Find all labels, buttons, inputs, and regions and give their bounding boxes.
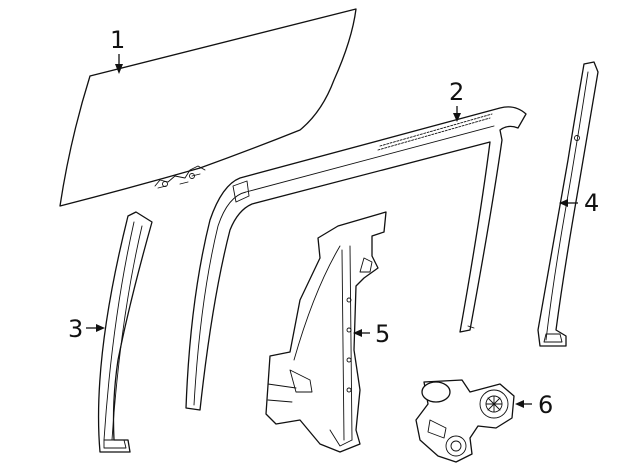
callout-3: 3 bbox=[68, 315, 105, 343]
callout-6-label: 6 bbox=[538, 391, 553, 419]
callout-2-label: 2 bbox=[449, 78, 464, 106]
part-6-regulator-motor bbox=[415, 379, 515, 463]
callout-4-label: 4 bbox=[584, 189, 599, 217]
part-5-window-regulator bbox=[265, 211, 387, 453]
callout-1: 1 bbox=[110, 26, 125, 74]
part-2-run-channel bbox=[185, 106, 527, 411]
part-1-door-glass bbox=[59, 8, 357, 207]
callout-5: 5 bbox=[353, 320, 390, 348]
callout-2: 2 bbox=[449, 78, 464, 122]
callout-5-label: 5 bbox=[375, 320, 390, 348]
callout-4: 4 bbox=[559, 189, 599, 217]
part-3-front-channel bbox=[97, 211, 153, 453]
callout-6: 6 bbox=[515, 391, 553, 419]
callout-3-label: 3 bbox=[68, 315, 83, 343]
callout-1-label: 1 bbox=[110, 26, 125, 54]
